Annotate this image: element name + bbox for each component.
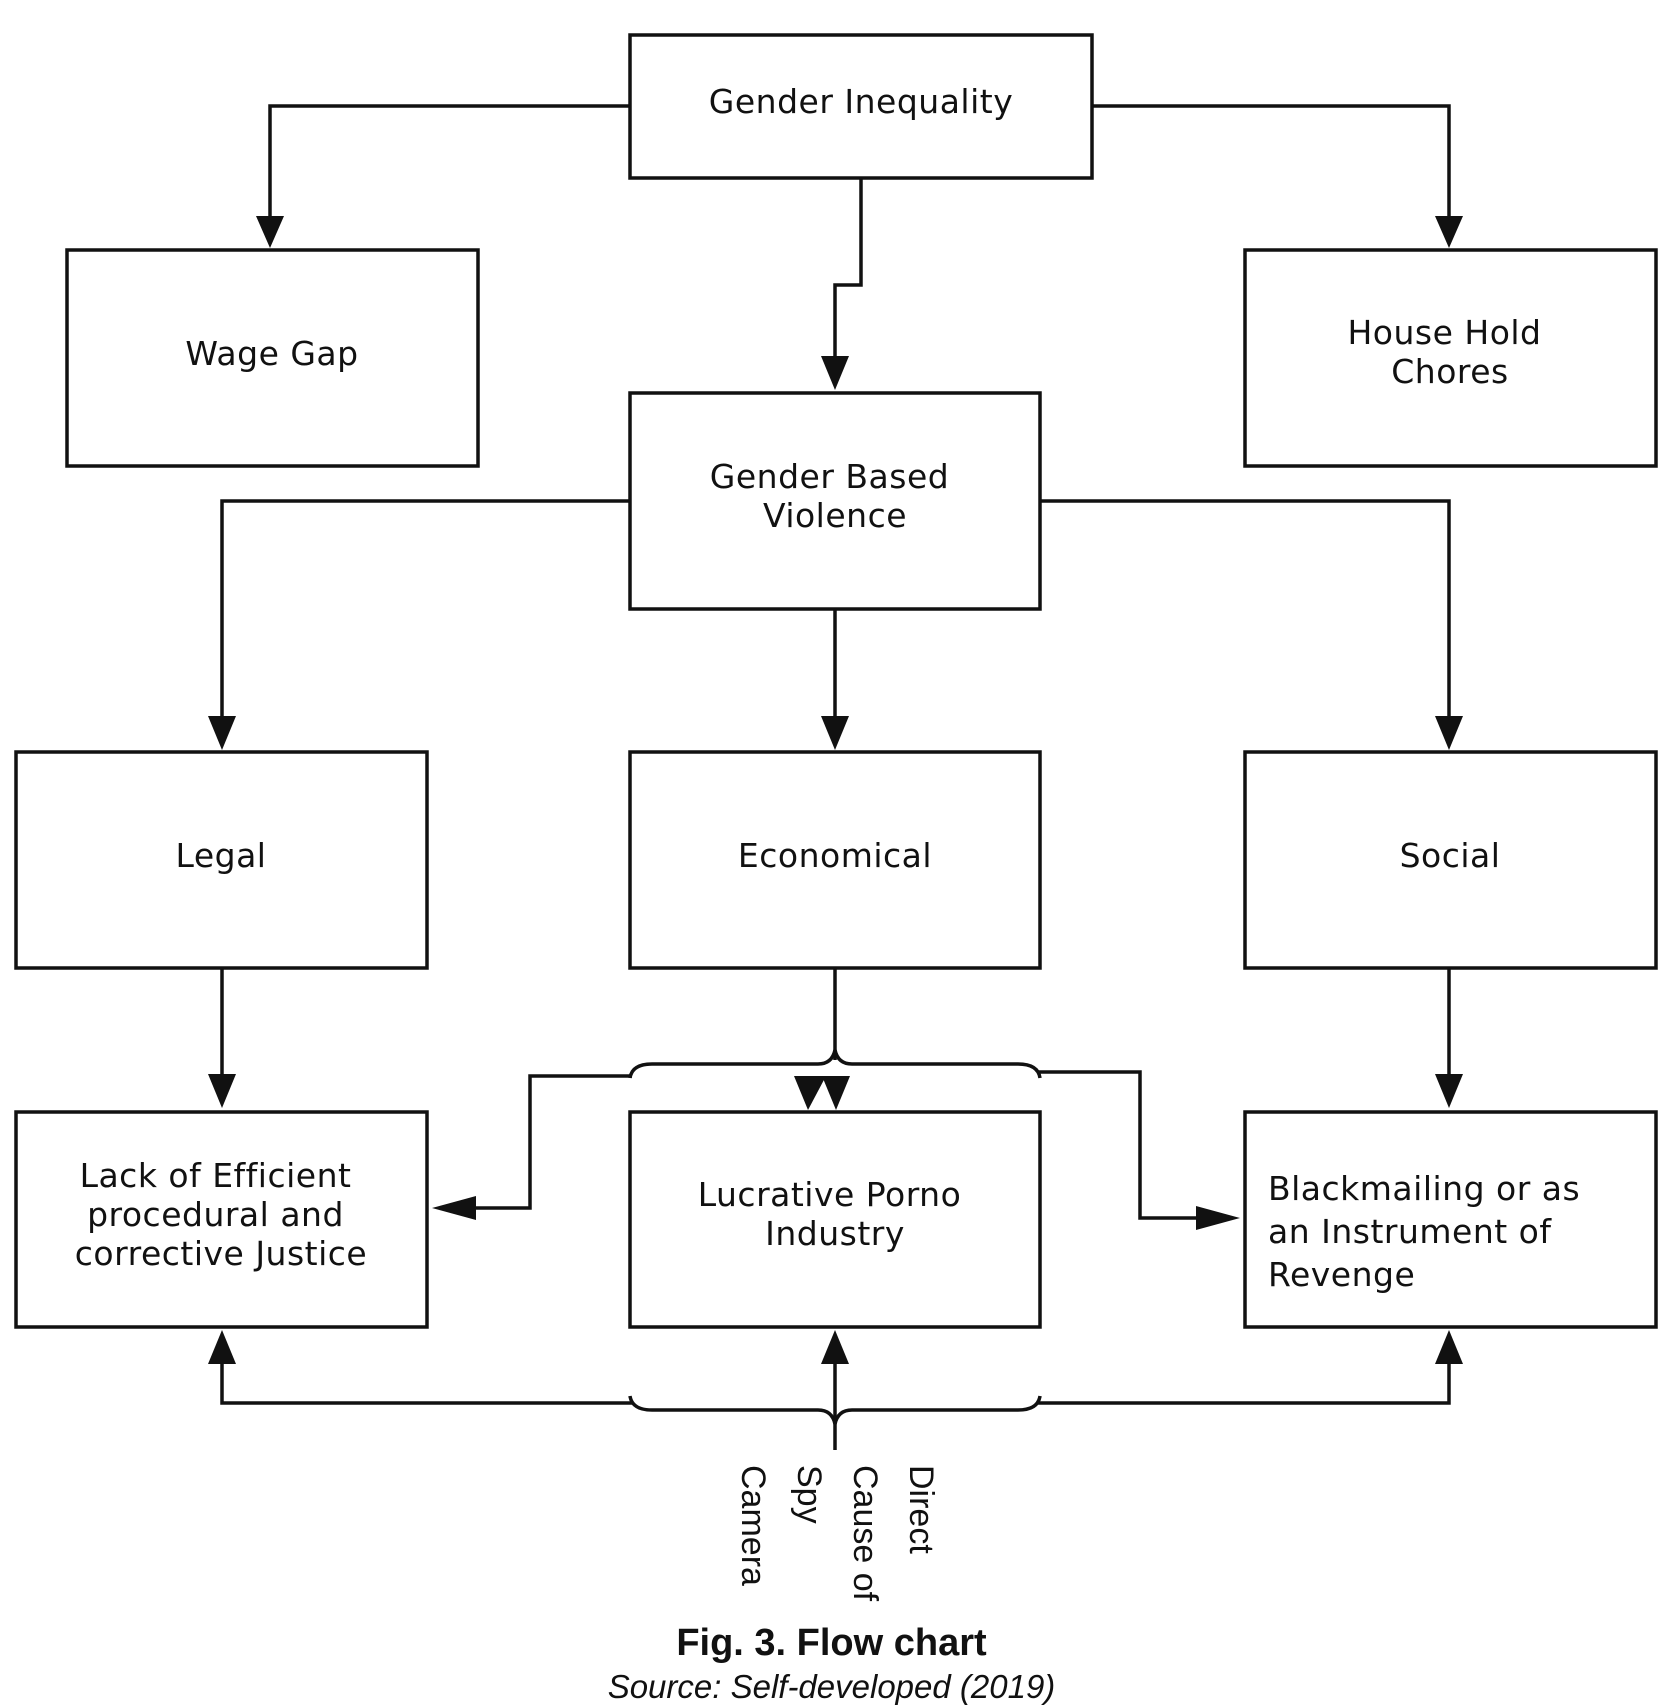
direct-cause-label: Direct Cause of Spy Camera [734, 1465, 940, 1611]
arrowhead-blackmailing-side [1196, 1206, 1240, 1230]
node-lucrative-industry-label: Lucrative Porno Industry [698, 1175, 973, 1253]
edge-violence-to-legal [220, 499, 630, 722]
node-blackmailing: Blackmailing or as an Instrument of Reve… [1243, 1110, 1658, 1329]
arrowhead-violence [821, 356, 849, 390]
node-lucrative-industry: Lucrative Porno Industry [628, 1110, 1042, 1329]
node-house-hold-chores-label: House Hold Chores [1347, 313, 1552, 391]
node-gender-inequality: Gender Inequality [628, 33, 1094, 180]
arrowhead-justice-side [432, 1196, 476, 1220]
upper-brace [628, 1049, 1042, 1079]
arrowhead-wage-gap [256, 216, 284, 248]
node-economical-label: Economical [738, 836, 932, 875]
arrowhead-legal [208, 716, 236, 750]
node-blackmailing-label: Blackmailing or as an Instrument of Reve… [1268, 1169, 1591, 1294]
node-gender-based-violence-label: Gender Based Violence [710, 457, 960, 535]
arrowhead-justice-bottom [208, 1330, 236, 1364]
node-gender-based-violence: Gender Based Violence [628, 391, 1042, 611]
connectors [208, 104, 1463, 1450]
arrowhead-blackmailing-top [1435, 1074, 1463, 1108]
node-lack-of-justice: Lack of Efficient procedural and correct… [14, 1110, 429, 1329]
edge-brace-to-blackmailing-bottom [1038, 1362, 1451, 1405]
arrowhead-lucrative-bottom [821, 1330, 849, 1364]
edge-inequality-to-violence [833, 178, 863, 362]
edge-inequality-to-wage-gap [268, 104, 630, 222]
node-social: Social [1243, 750, 1658, 970]
arrowhead-social [1435, 716, 1463, 750]
node-legal: Legal [14, 750, 429, 970]
node-wage-gap: Wage Gap [65, 248, 480, 468]
edge-brace-to-justice [462, 1074, 632, 1210]
edge-violence-to-social [1040, 499, 1451, 722]
node-gender-inequality-label: Gender Inequality [709, 82, 1013, 121]
arrowhead-chores [1435, 216, 1463, 248]
arrowhead-blackmailing-bottom [1435, 1330, 1463, 1364]
node-lack-of-justice-label: Lack of Efficient procedural and correct… [75, 1156, 367, 1273]
node-economical: Economical [628, 750, 1042, 970]
arrowhead-economical [821, 716, 849, 750]
edge-brace-to-blackmailing [1038, 1070, 1210, 1220]
arrowhead-lucrative-b [822, 1076, 850, 1110]
node-social-label: Social [1400, 836, 1501, 875]
arrowhead-lucrative-a [794, 1076, 826, 1110]
edge-inequality-to-chores [1092, 104, 1451, 222]
arrowhead-justice-top [208, 1074, 236, 1108]
node-house-hold-chores: House Hold Chores [1243, 248, 1658, 468]
node-legal-label: Legal [176, 836, 267, 875]
node-wage-gap-label: Wage Gap [185, 334, 358, 373]
edge-brace-to-justice-bottom [220, 1362, 632, 1405]
